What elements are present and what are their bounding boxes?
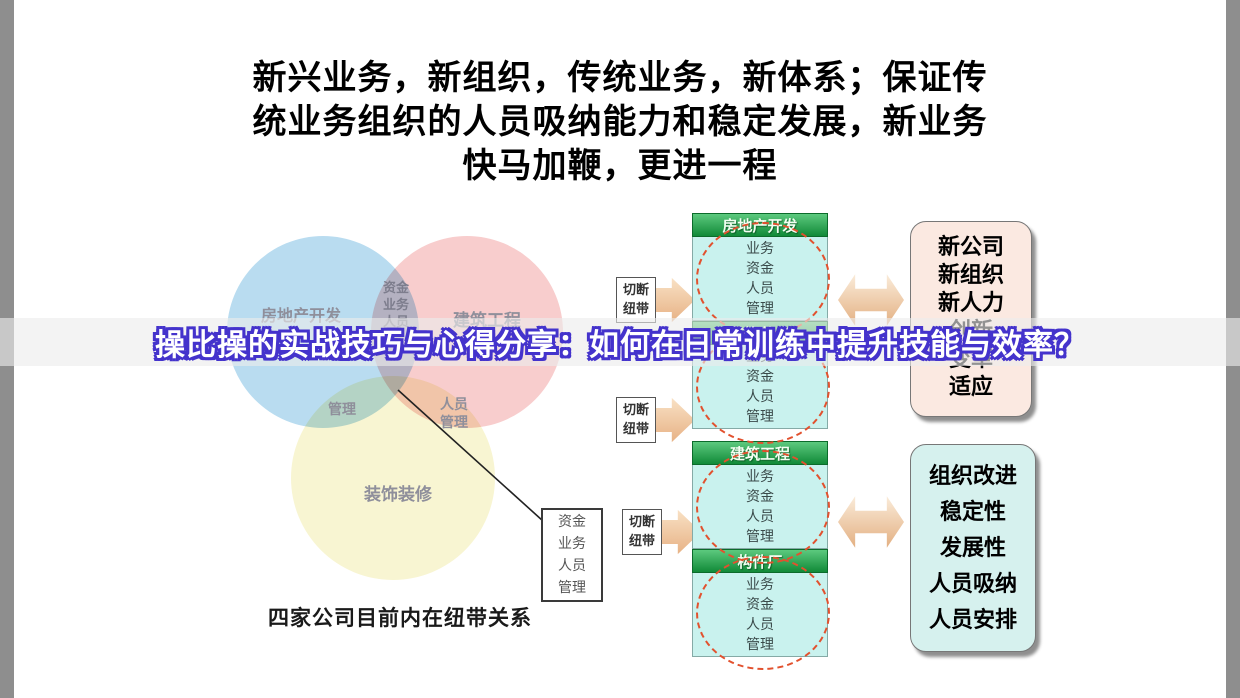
result-box-organization: 组织改进 稳定性 发展性 人员吸纳 人员安排: [910, 444, 1036, 652]
venn-label-decoration: 装饰装修: [364, 485, 432, 505]
overlay-banner: 操比操的实战技巧与心得分享：如何在日常训练中提升技能与效率？: [0, 318, 1240, 366]
cut-arrow-3-label: 切断 纽带: [622, 509, 662, 555]
bond-box: 资金 业务 人员 管理: [541, 508, 603, 602]
cut-arrow-1-label: 切断 纽带: [616, 277, 656, 323]
double-arrow-icon-bottom: [838, 496, 904, 548]
right-arrow-icon: [655, 277, 695, 323]
cut-arrow-1: 切断 纽带: [616, 277, 695, 323]
dashed-ellipse-4: [696, 556, 830, 670]
venn-label-left-overlap: 管理: [328, 402, 356, 418]
cut-arrow-3: 切断 纽带: [622, 509, 701, 555]
cut-arrow-2: 切断 纽带: [616, 397, 695, 443]
cut-arrow-2-label: 切断 纽带: [616, 397, 656, 443]
dashed-ellipse-3: [696, 450, 830, 564]
right-arrow-icon: [655, 397, 695, 443]
venn-caption: 四家公司目前内在纽带关系: [268, 606, 532, 630]
overlay-banner-text: 操比操的实战技巧与心得分享：如何在日常训练中提升技能与效率？: [155, 328, 1085, 363]
diagram-title: 新兴业务，新组织，传统业务，新体系；保证传 统业务组织的人员吸纳能力和稳定发展，…: [252, 58, 988, 186]
venn-label-right-overlap: 人员 管理: [440, 397, 468, 431]
